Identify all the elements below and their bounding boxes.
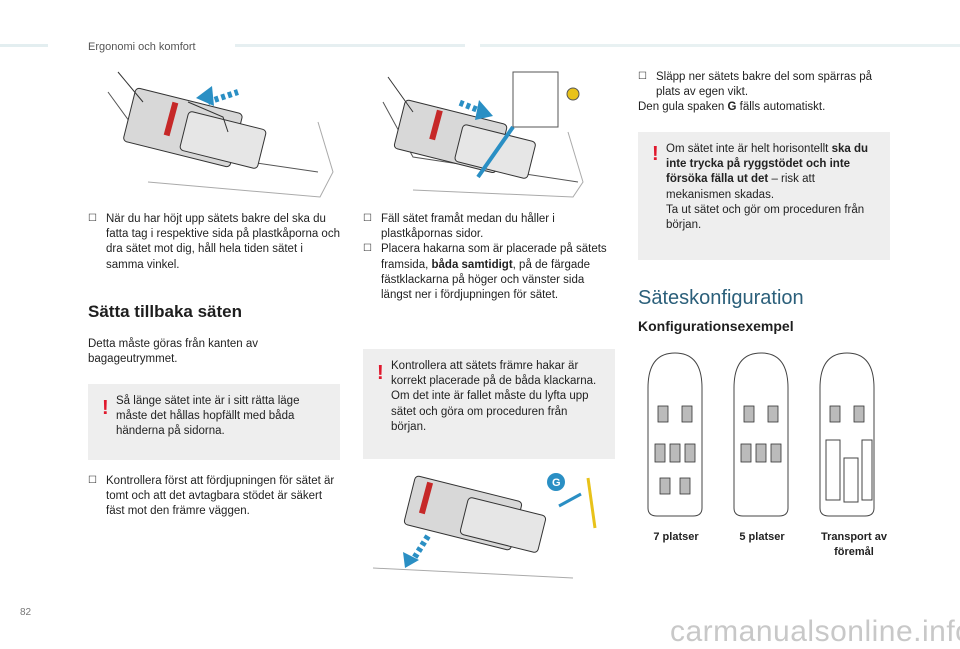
seat-pull-illustration: [88, 62, 340, 202]
warning-box-2: ! Kontrollera att sätets främre hakar är…: [363, 349, 615, 459]
header-rule-mid: [235, 44, 465, 47]
exclamation-icon: !: [652, 143, 659, 165]
config-label-transport: Transport av föremål: [820, 531, 888, 558]
intro-text: Detta måste göras från kanten av bagageu…: [88, 338, 259, 366]
col2-steps: ☐ Fäll sätet framåt medan du håller i pl…: [363, 212, 615, 303]
check-box-icon: ☐: [363, 243, 372, 255]
exclamation-icon: !: [102, 397, 109, 419]
subheading-examples: Konfigurationsexempel: [638, 318, 794, 334]
car-transport: [819, 352, 875, 517]
warning-box-3: ! Om sätet inte är helt horisontellt ska…: [638, 132, 890, 260]
header-rule-right: [480, 44, 960, 47]
check-box-icon: ☐: [363, 213, 372, 224]
watermark: carmanualsonline.info: [670, 615, 960, 648]
config-label-7: 7 platser: [653, 531, 699, 543]
config-diagrams: [638, 348, 890, 518]
lever-g-label: G: [552, 477, 561, 489]
seat-tilt-illustration: [363, 62, 615, 202]
exclamation-icon: !: [377, 362, 384, 384]
col3-top: ☐ Släpp ner sätets bakre del som spärras…: [638, 70, 890, 116]
section-heading-config: Säteskonfiguration: [638, 287, 804, 309]
check-box-icon: ☐: [88, 475, 97, 486]
check-box-icon: ☐: [638, 71, 647, 82]
section-title: Ergonomi och komfort: [88, 40, 200, 55]
car-5-seats: [733, 352, 789, 517]
check-box-icon: ☐: [88, 213, 97, 224]
page-number: 82: [20, 607, 32, 618]
config-label-5: 5 platser: [739, 531, 785, 543]
lever-note: Den gula spaken G fälls automatiskt.: [638, 101, 826, 114]
step-tilt-forward: ☐ Fäll sätet framåt medan du håller i pl…: [363, 212, 615, 242]
step-place-hooks: ☐ Placera hakarna som är placerade på sä…: [363, 242, 615, 303]
header-rule-left: [0, 44, 48, 47]
seat-lower-illustration: G: [363, 468, 615, 580]
step-drop-rear: ☐ Släpp ner sätets bakre del som spärras…: [638, 70, 890, 100]
step-lift-pull: ☐ När du har höjt upp sätets bakre del s…: [88, 212, 340, 273]
warning-box-1: ! Så länge sätet inte är i sitt rätta lä…: [88, 384, 340, 460]
section-heading-refit: Sätta tillbaka säten: [88, 302, 243, 321]
step-check-recess: ☐ Kontrollera först att fördjupningen fö…: [88, 474, 340, 520]
car-7-seats: [647, 352, 703, 517]
